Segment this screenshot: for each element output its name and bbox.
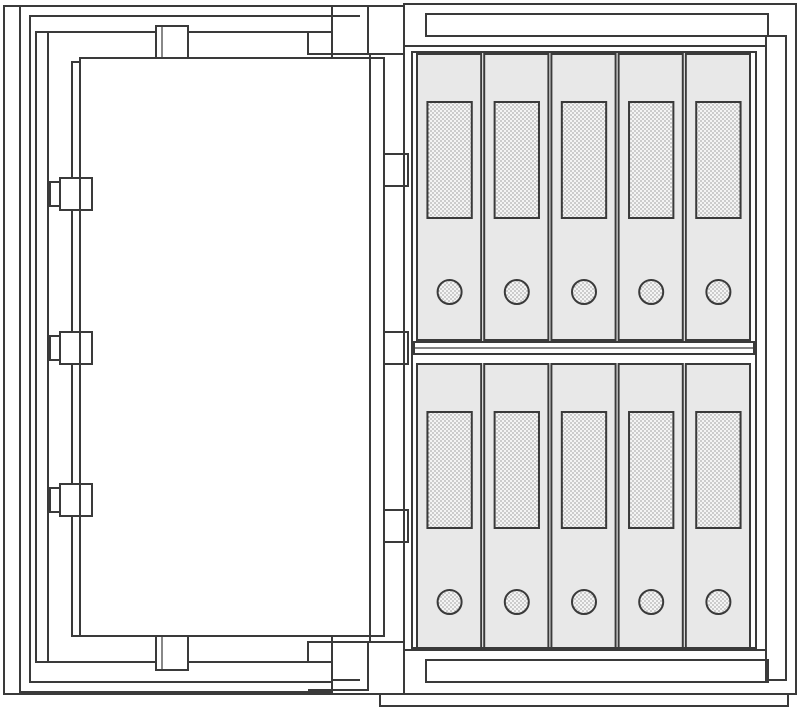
ring-binder-icon [416,53,483,341]
ring-binder-icon [617,53,684,341]
door-hinge-icon [49,331,93,365]
ring-binder-icon [483,363,550,649]
ring-binder-icon [617,363,684,649]
door-hinges [49,177,93,517]
shelf-divider [413,341,755,355]
ring-binder-icon [550,53,617,341]
ring-binder-icon [483,53,550,341]
ring-binder-icon [550,363,617,649]
ring-binder-icon [684,53,751,341]
door-hinge-pin-top [155,25,189,61]
bottom-shelf-binders [416,363,751,649]
door-hinge-pin-bottom [155,635,189,671]
top-shelf-binders [416,53,751,341]
door-hinge-icon [49,483,93,517]
door-hinge-icon [49,177,93,211]
door-panel [71,57,385,637]
ring-binder-icon [416,363,483,649]
cabinet-body [369,3,797,707]
ring-binder-icon [684,363,751,649]
